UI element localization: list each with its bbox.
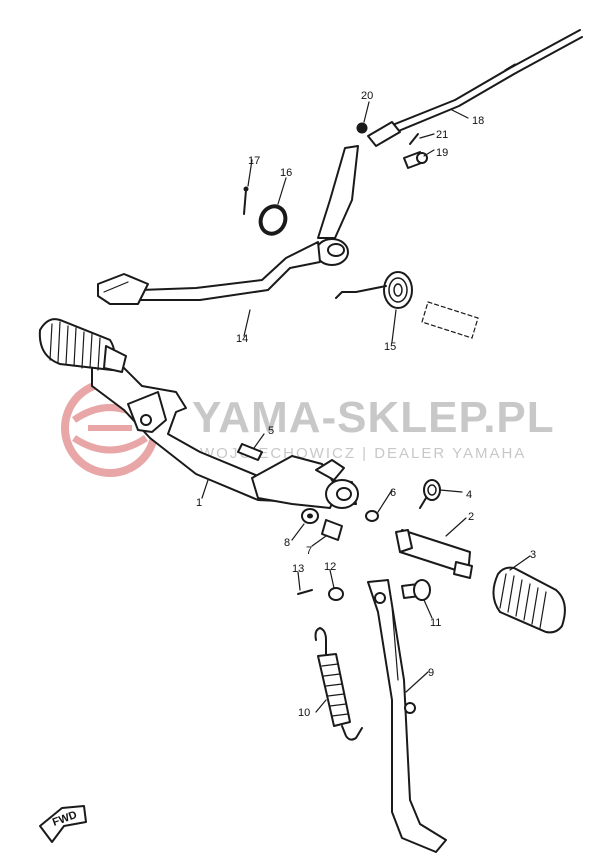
callout-6: 6	[390, 487, 396, 499]
part-6-washer	[365, 510, 379, 522]
callout-8: 8	[284, 537, 290, 549]
watermark-subtitle: WOJCIECHOWICZ | DEALER YAMAHA	[200, 445, 526, 462]
callout-15: 15	[384, 341, 396, 353]
part-9-side-stand	[367, 579, 447, 853]
callout-21: 21	[436, 129, 448, 141]
part-2-footrest-holder	[395, 529, 473, 579]
part-15-return-spring	[335, 271, 479, 339]
callout-13: 13	[292, 563, 304, 575]
callout-4: 4	[466, 489, 472, 501]
part-18-brake-rod	[367, 29, 583, 147]
part-13-cotter-pin	[297, 589, 313, 595]
callout-1: 1	[196, 497, 202, 509]
part-5-bolt	[237, 443, 263, 461]
part-16-o-ring	[258, 204, 288, 236]
callout-3: 3	[530, 549, 536, 561]
watermark-title: YAMA-SKLEP.PL	[192, 393, 555, 442]
part-20-nut	[356, 122, 368, 134]
leader-lines	[201, 101, 531, 713]
part-21-cotter-pin	[409, 133, 419, 145]
callout-11: 11	[430, 617, 441, 629]
callout-19: 19	[436, 147, 448, 159]
part-4-spring	[419, 479, 441, 509]
callout-17: 17	[248, 155, 260, 167]
part-11-pivot-bolt	[401, 579, 431, 601]
callout-18: 18	[472, 115, 484, 127]
part-10-stand-spring	[314, 627, 363, 741]
part-17-pin	[243, 186, 249, 215]
callout-9: 9	[428, 667, 434, 679]
callout-10: 10	[298, 707, 310, 719]
callout-2: 2	[468, 511, 474, 523]
part-8-washer	[301, 508, 319, 524]
watermark: YAMA-SKLEP.PL WOJCIECHOWICZ | DEALER YAM…	[61, 379, 555, 477]
callout-7: 7	[306, 545, 312, 557]
part-3-footrest-rubber	[492, 566, 566, 634]
callout-5: 5	[268, 425, 274, 437]
callout-labels: 20 18 21 19 17 16 14 15 5 1 6 4 2 3 8 7 …	[196, 90, 536, 719]
forward-arrow-icon: FWD	[39, 805, 87, 843]
part-14-brake-pedal	[97, 145, 359, 305]
callout-14: 14	[236, 333, 248, 345]
part-12-nut	[328, 587, 344, 601]
callout-16: 16	[280, 167, 292, 179]
callout-20: 20	[361, 90, 373, 102]
left-footrest-rubber	[38, 318, 127, 373]
part-7-bolt	[321, 519, 343, 541]
part-1-footrest-bar	[91, 351, 359, 509]
part-19-clevis-pin	[403, 151, 428, 169]
callout-12: 12	[324, 561, 336, 573]
